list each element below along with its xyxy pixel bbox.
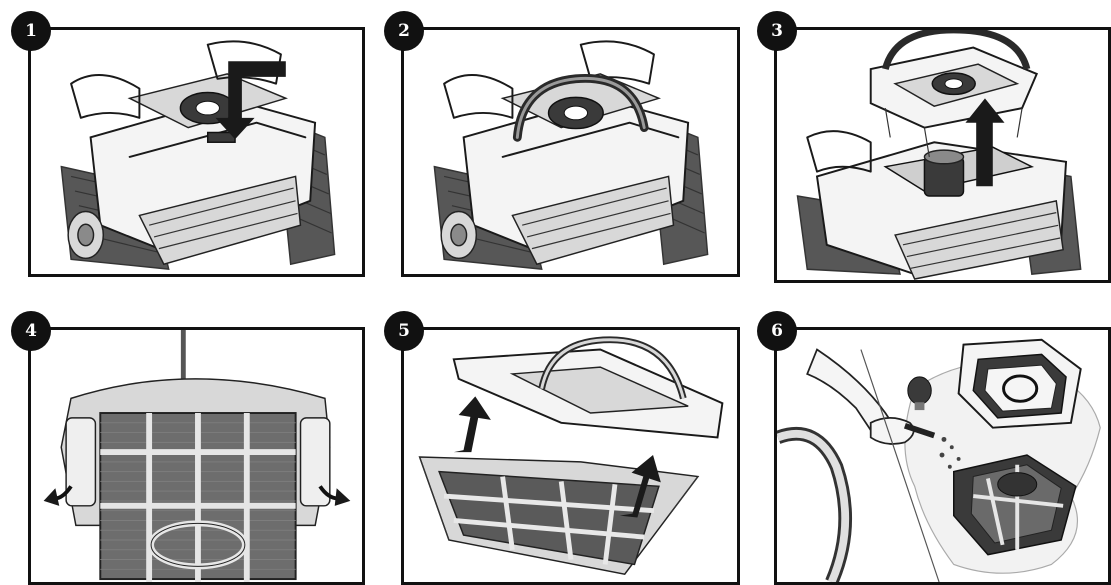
step-1-badge: 1	[11, 11, 51, 51]
filter-rinse-hose-icon	[777, 330, 1108, 582]
step-5-panel	[401, 327, 740, 585]
step-2-panel	[401, 27, 740, 277]
step-4-panel	[28, 327, 365, 585]
robot-remove-filter-arrow-icon	[777, 30, 1108, 280]
step-6-panel	[774, 327, 1111, 585]
step-3-panel	[774, 27, 1111, 283]
step-2-badge: 2	[384, 11, 424, 51]
filter-basket-open-clips-icon	[31, 330, 362, 582]
step-5-badge: 5	[384, 311, 424, 351]
step-3-badge: 3	[757, 11, 797, 51]
robot-latch-press-arrow-icon	[31, 30, 362, 274]
step-4-badge: 4	[11, 311, 51, 351]
step-6-badge: 6	[757, 311, 797, 351]
robot-lift-handle-icon	[404, 30, 737, 274]
step-1-panel	[28, 27, 365, 277]
filter-basket-separate-arrows-icon	[404, 330, 737, 582]
